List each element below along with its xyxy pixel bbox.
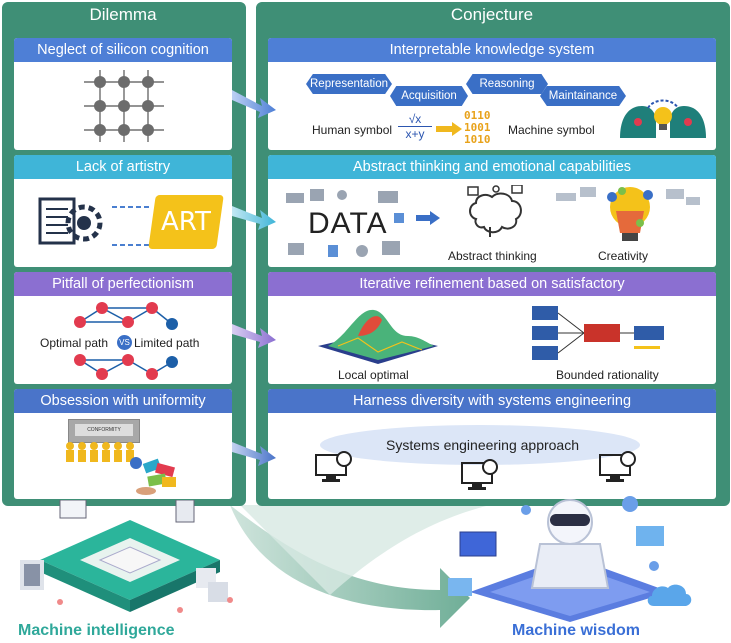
panel-title: Abstract thinking and emotional capabili… bbox=[268, 155, 716, 179]
panel-title: Neglect of silicon cognition bbox=[14, 38, 232, 62]
hands-puzzle-icon bbox=[130, 457, 176, 495]
approach-label: Systems engineering approach bbox=[386, 437, 580, 453]
panel-connectors bbox=[232, 90, 276, 466]
binary-line: 1001 bbox=[464, 121, 491, 134]
dilemma-title: Dilemma bbox=[89, 5, 157, 24]
panel-title: Iterative refinement based on satisfacto… bbox=[268, 272, 716, 296]
arrow-right-icon bbox=[436, 122, 462, 136]
limited-graph-icon bbox=[74, 354, 178, 380]
approach-ellipse bbox=[320, 425, 640, 465]
hex-maintainance: Maintainance bbox=[540, 86, 626, 106]
panel-title: Obsession with uniformity bbox=[14, 389, 232, 413]
hex-reasoning: Reasoning bbox=[466, 74, 548, 94]
robot-illustration bbox=[448, 496, 692, 622]
abstract-thinking-label: Abstract thinking bbox=[448, 249, 537, 263]
data-cloud-icon bbox=[286, 189, 404, 257]
chip-platform-illustration bbox=[20, 500, 233, 613]
panel-systems-engineering: Harness diversity with systems engineeri… bbox=[268, 389, 716, 499]
machine-wisdom-label: Machine wisdom bbox=[512, 622, 641, 639]
bounded-rationality-label: Bounded rationality bbox=[556, 368, 659, 382]
machine-symbol-label: Machine symbol bbox=[508, 123, 595, 137]
panel-silicon-cognition: Neglect of silicon cognition bbox=[14, 38, 232, 150]
panel-artistry: Lack of artistry ART bbox=[14, 155, 232, 267]
arrow-right-icon bbox=[416, 211, 440, 225]
binary-line: 0110 bbox=[464, 109, 491, 122]
data-word: DATA bbox=[308, 207, 388, 240]
conformity-text: CONFORMITY bbox=[75, 424, 133, 436]
computer-cycle-icon bbox=[461, 459, 498, 490]
local-optimal-label: Local optimal bbox=[338, 368, 409, 382]
panel-title: Lack of artistry bbox=[14, 155, 232, 179]
limited-path-label: Limited path bbox=[134, 336, 200, 350]
formula-bottom: x+y bbox=[405, 127, 425, 141]
surface-plot-icon bbox=[318, 309, 438, 364]
conjecture-title: Conjecture bbox=[450, 5, 534, 24]
book-gear-icon bbox=[38, 197, 103, 245]
computer-cycle-icon bbox=[315, 451, 352, 482]
panel-iterative-refinement: Iterative refinement based on satisfacto… bbox=[268, 272, 716, 384]
hex-acquisition: Acquisition bbox=[390, 86, 468, 106]
binary-line: 1010 bbox=[464, 133, 491, 146]
panel-title: Harness diversity with systems engineeri… bbox=[268, 389, 716, 413]
panel-title: Interpretable knowledge system bbox=[268, 38, 716, 62]
panel-abstract-thinking: Abstract thinking and emotional capabili… bbox=[268, 155, 716, 267]
panel-title: Pitfall of perfectionism bbox=[14, 272, 232, 296]
brain-icon bbox=[467, 185, 523, 237]
formula: √x x+y bbox=[398, 112, 432, 141]
hex-representation: Representation bbox=[306, 74, 392, 94]
computer-cycle-icon bbox=[599, 451, 636, 482]
brains-bulb-icon bbox=[620, 99, 706, 138]
creativity-label: Creativity bbox=[598, 249, 649, 263]
human-symbol-label: Human symbol bbox=[312, 123, 393, 137]
figures-row-icon bbox=[66, 442, 134, 462]
optimal-path-label: Optimal path bbox=[40, 336, 109, 350]
optimal-graph-icon bbox=[74, 302, 178, 330]
machine-intelligence-label: Machine intelligence bbox=[18, 622, 175, 639]
panel-knowledge-system: Interpretable knowledge system Represent… bbox=[268, 38, 716, 150]
panel-uniformity: Obsession with uniformity CONFORMITY bbox=[14, 389, 232, 499]
panel-perfectionism: Pitfall of perfectionism Optimal path VS… bbox=[14, 272, 232, 384]
art-badge: ART bbox=[148, 195, 224, 249]
dashed-link-icon bbox=[112, 206, 150, 246]
conformity-sign: CONFORMITY bbox=[68, 419, 140, 443]
art-word: ART bbox=[161, 207, 211, 237]
bounded-rationality-diagram bbox=[532, 306, 664, 360]
creativity-bulb-icon bbox=[556, 187, 700, 241]
chip-grid-icon bbox=[84, 70, 164, 142]
vs-badge: VS bbox=[117, 335, 132, 350]
formula-top: √x bbox=[398, 112, 432, 127]
binary-block: 0110 1001 1010 bbox=[464, 110, 491, 146]
